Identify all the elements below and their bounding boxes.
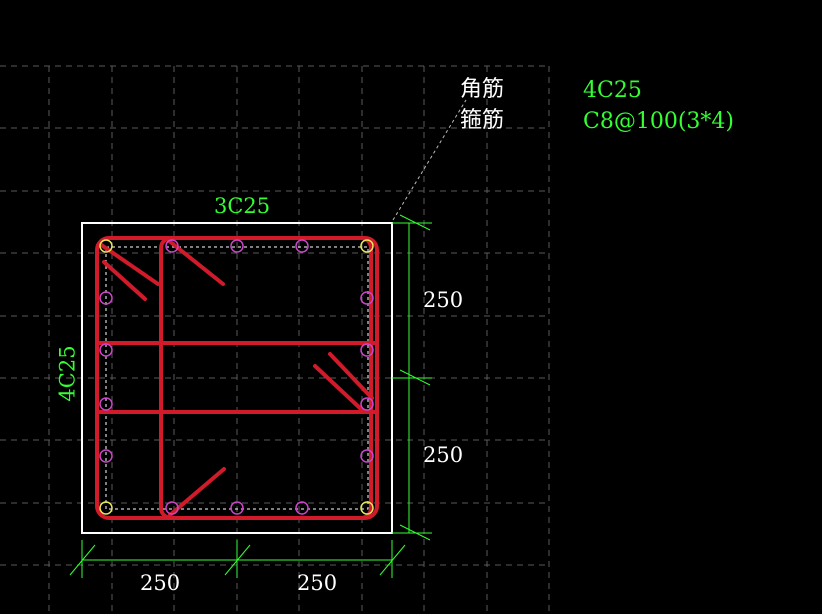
stirrup-label: 箍筋 <box>460 108 505 133</box>
side-bar-icon <box>165 239 179 253</box>
dimension-right-lower[interactable]: 250 <box>423 443 464 467</box>
dimension-bottom-right[interactable]: 250 <box>297 571 338 595</box>
top-bars-annotation[interactable]: 3C25 <box>214 194 271 218</box>
side-bar-icon <box>99 449 113 463</box>
side-bar-icon <box>295 239 309 253</box>
side-bar-icon <box>360 291 374 305</box>
dimension-right-upper[interactable]: 250 <box>423 288 464 312</box>
dimension-lines[interactable] <box>69 214 432 578</box>
corner-bar-icon <box>99 239 113 253</box>
hook-bottom-mid <box>168 467 226 517</box>
hook-right-2 <box>328 352 374 400</box>
side-bar-icon <box>230 239 244 253</box>
side-bar-icon <box>99 343 113 357</box>
leader-line <box>392 99 467 221</box>
side-bar-icon <box>230 501 244 515</box>
side-bar-icon <box>360 343 374 357</box>
side-bars-annotation[interactable]: 4C25 <box>55 345 80 402</box>
stirrup-value: C8@100(3*4) <box>583 109 734 134</box>
hook-top-left-2 <box>102 260 147 301</box>
corner-bar-icon <box>99 501 113 515</box>
side-bar-icon <box>360 449 374 463</box>
grid-lines <box>0 65 550 614</box>
cover-line <box>105 246 369 510</box>
hook-right-1 <box>313 364 364 412</box>
corner-bar-value: 4C25 <box>583 78 642 103</box>
side-bar-icon <box>165 501 179 515</box>
side-bar-icon <box>360 397 374 411</box>
dimension-bottom-left[interactable]: 250 <box>140 571 181 595</box>
corner-bar-label: 角筋 <box>460 77 505 102</box>
side-bar-icon <box>99 397 113 411</box>
corner-bar-icon <box>360 501 374 515</box>
stirrup-group[interactable] <box>95 236 379 520</box>
inner-stirrup-vertical <box>159 236 373 520</box>
side-bar-icon <box>295 501 309 515</box>
rebar-markers <box>99 239 374 515</box>
corner-bar-icon <box>360 239 374 253</box>
side-bar-icon <box>99 291 113 305</box>
